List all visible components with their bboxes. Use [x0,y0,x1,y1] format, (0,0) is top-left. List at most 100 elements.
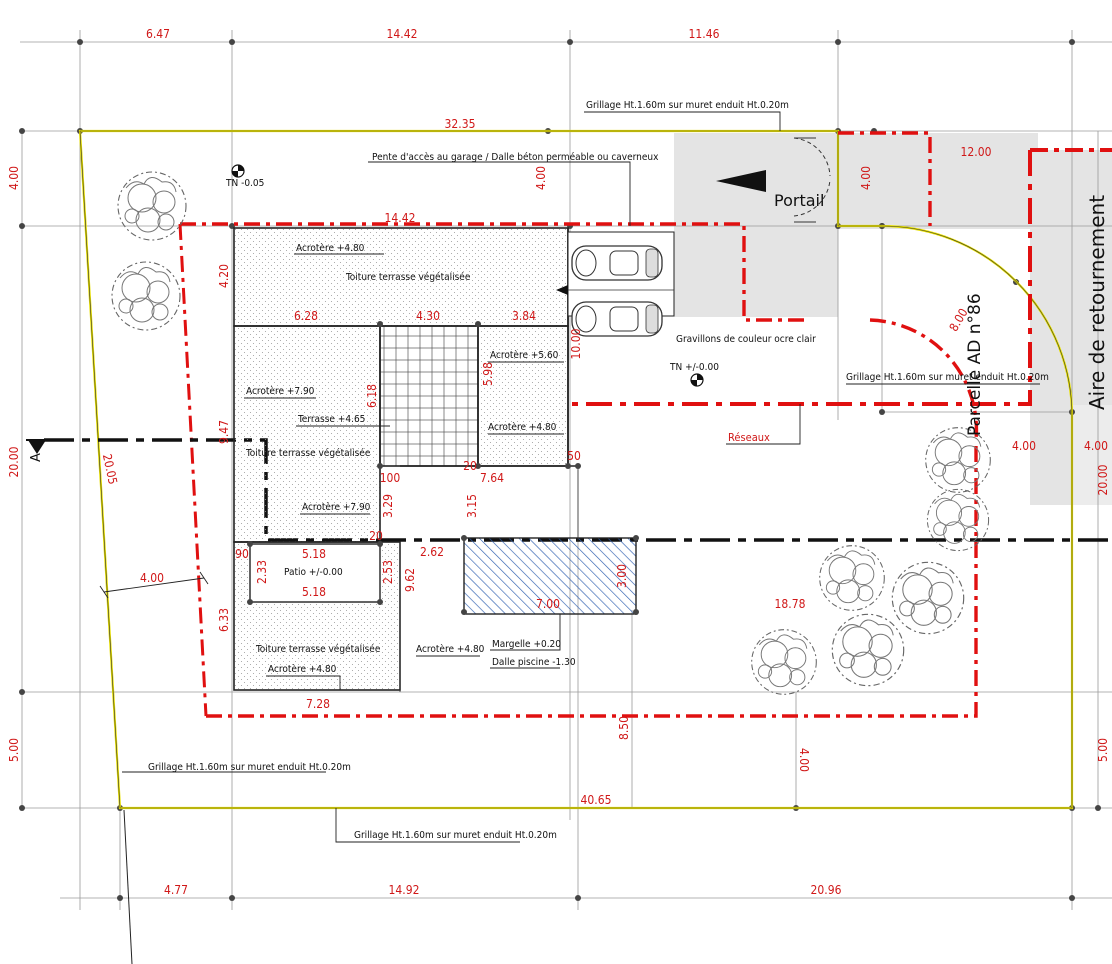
label-toiture-north: Toiture terrasse végétalisée [345,271,471,283]
dim-patio-d1: 2.33 [255,560,269,584]
label-aire: Aire de retournement [1085,195,1109,410]
label-grillage-top: Grillage Ht.1.60m sur muret enduit Ht.0.… [586,100,789,111]
dim-roof-depth: 4.20 [217,264,231,288]
label-portail: Portail [774,191,824,210]
label-pente: Pente d'accès au garage / Dalle béton pe… [372,151,659,163]
pool [463,537,637,615]
label-acrotere-790-a: Acrotère +7.90 [246,385,315,397]
dim-patio-d2: 2.53 [381,560,395,584]
dim-east-setback: 4.00 [1012,439,1036,453]
dim-patio-w1: 5.18 [302,547,326,561]
dim-pool-962: 9.62 [403,568,417,592]
label-acrotere-790-b: Acrotère +7.90 [302,501,371,513]
label-acrotere-480-top: Acrotère +4.80 [296,242,365,254]
car-icon [571,301,663,337]
dim-west-setback: 4.00 [140,571,164,585]
roof-west [233,325,381,543]
dim-seg-b: 4.30 [416,309,440,323]
dim-seg-c: 3.84 [512,309,536,323]
dim-bottom-1: 4.77 [164,883,188,897]
dim-south-400: 4.00 [797,748,811,772]
label-grillage-east: Grillage Ht.1.60m sur muret enduit Ht.0.… [846,372,1049,383]
dim-pool-width: 7.00 [536,597,560,611]
dim-right-1: 4.00 [859,166,873,190]
dim-south-850: 8.50 [617,716,631,740]
dim-building-width: 14.42 [385,211,416,225]
roof-east [477,325,569,467]
dim-patio-w2: 5.18 [302,585,326,599]
dim-pool-east: 18.78 [775,597,806,611]
dim-right-3: 5.00 [1096,738,1110,762]
tree-icon [831,613,905,687]
dim-south-wing-width: 7.28 [306,697,330,711]
label-acrotere-560: Acrotère +5.60 [490,349,559,361]
leader-lines [99,111,1040,843]
label-acrotere-480-sw: Acrotère +4.80 [268,663,337,675]
tree-icon [819,545,885,611]
dim-top-1: 6.47 [146,27,170,41]
dim-left-1: 4.00 [7,166,21,190]
patio-area [249,543,381,603]
dim-left-2: 20.00 [7,446,21,477]
dim-bottom-3: 20.96 [811,883,842,897]
dim-east-wing: 5.98 [481,362,495,386]
label-parcelle: Parcelle AD n°86 [965,293,985,436]
dim-east-strip: 12.00 [961,145,992,159]
gate [716,137,831,223]
dim-pool-depth: 3.00 [615,564,629,588]
label-tn-west: TN -0.05 [225,178,264,189]
dim-left-3: 5.00 [7,738,21,762]
label-gravillons: Gravillons de couleur ocre clair [676,334,816,345]
building [233,227,675,692]
tree-icon [925,427,991,493]
dim-small-a: 20 [463,459,477,473]
label-terrasse: Terrasse +4.65 [297,414,365,425]
label-toiture-south: Toiture terrasse végétalisée [255,643,381,655]
label-tn-center: TN +/-0.00 [669,362,719,373]
dim-right-2: 20.00 [1096,464,1110,495]
dim-pool-offset: 2.62 [420,545,444,559]
label-grillage-west: Grillage Ht.1.60m sur muret enduit Ht.0.… [148,762,351,773]
dim-small-b: 50 [567,449,581,463]
dim-west-wing: 9.47 [217,420,231,444]
dim-west-boundary: 20.05 [100,453,120,486]
car-icon [571,245,663,281]
gate-arrow-icon [716,170,766,192]
dim-north-boundary: 32.35 [445,117,476,131]
dim-top-3: 11.46 [689,27,720,41]
dimension-labels: 6.47 14.42 11.46 4.77 14.92 20.96 4.00 2… [7,27,1110,897]
dim-patio-90: 90 [235,547,249,561]
label-acrotere-480-s: Acrotère +4.80 [416,643,485,655]
dim-seg-a: 6.28 [294,309,318,323]
label-toiture-west: Toiture terrasse végétalisée [245,447,371,459]
tn-marker-icon [231,164,245,178]
dim-small-d: 20 [369,529,383,543]
setback-lines [178,131,1112,718]
tn-marker-icon [690,373,704,387]
tree-icon [117,171,187,241]
dim-garage-slope: 4.00 [534,166,548,190]
dim-seg-d: 10.00 [569,328,583,359]
dim-terrace-depth: 6.18 [365,384,379,408]
dim-east-setback-2: 4.00 [1084,439,1108,453]
dim-top-2: 14.42 [387,27,418,41]
dim-small-c: 100 [380,471,401,485]
tree-icon [111,261,181,331]
label-reseaux: Réseaux [728,431,770,444]
terrace-tiles [379,325,479,467]
tree-icon [751,629,817,695]
dim-gap-329: 3.29 [381,494,395,518]
dim-south-wing: 6.33 [217,608,231,632]
section-marker: A [29,453,44,462]
dim-gap-315: 3.15 [465,494,479,518]
building-nodes [247,321,639,615]
dim-south-boundary: 40.65 [581,793,612,807]
roof-north [233,227,569,327]
label-margelle: Margelle +0.20 [492,639,561,650]
dim-bottom-2: 14.92 [389,883,420,897]
label-patio: Patio +/-0.00 [284,567,343,578]
tree-icon [891,561,965,635]
label-dalle-piscine: Dalle piscine -1.30 [492,657,576,668]
label-acrotere-480-east: Acrotère +4.80 [488,421,557,433]
